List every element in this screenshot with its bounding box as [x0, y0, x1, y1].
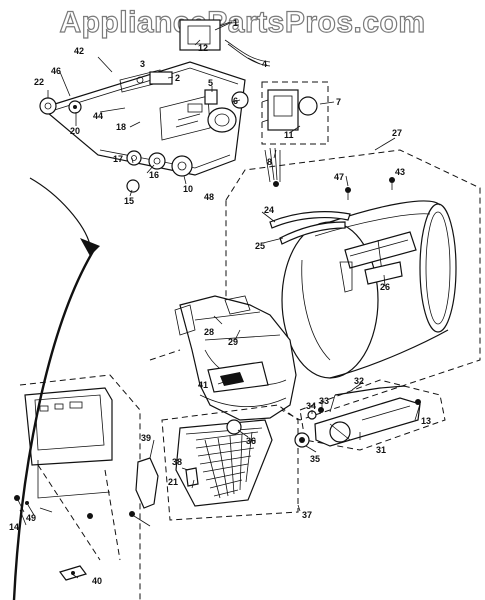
callout-3: 3	[140, 59, 145, 69]
callout-6: 6	[233, 96, 238, 106]
callout-36: 36	[246, 436, 256, 446]
front-panel	[19, 374, 141, 600]
front-bulkhead	[149, 295, 297, 421]
callout-20: 20	[70, 126, 80, 136]
callout-32: 32	[354, 376, 364, 386]
watermark: AppliancePartsPros.com	[59, 5, 426, 39]
knob-22	[39, 97, 57, 115]
callout-40: 40	[92, 576, 102, 586]
callout-38: 38	[172, 457, 182, 467]
side-panel-curve	[29, 177, 91, 246]
knob-16	[148, 152, 166, 170]
switch-12	[179, 19, 231, 51]
screw-43-left	[87, 511, 135, 519]
callout-41: 41	[198, 380, 208, 390]
harness-4	[224, 39, 271, 67]
blower-assembly	[294, 379, 446, 451]
knob-10	[171, 155, 193, 177]
callout-49: 49	[26, 513, 36, 523]
callout-21: 21	[168, 477, 178, 487]
callout-10: 10	[183, 184, 193, 194]
knob-20	[68, 100, 82, 114]
callout-16: 16	[149, 170, 159, 180]
callout-39: 39	[141, 433, 151, 443]
callout-2: 2	[175, 73, 180, 83]
callout-18: 18	[116, 122, 126, 132]
callout-4: 4	[262, 59, 267, 69]
knob-15	[126, 179, 140, 193]
callout-8: 8	[267, 157, 272, 167]
callout-35: 35	[310, 454, 320, 464]
callout-25: 25	[255, 241, 265, 251]
wires-8	[264, 147, 281, 187]
lint-housing-37	[161, 404, 299, 521]
callout-46: 46	[51, 66, 61, 76]
callout-14: 14	[9, 522, 19, 532]
callout-29: 29	[228, 337, 238, 347]
knob-17	[126, 150, 142, 166]
switch-2	[149, 71, 173, 85]
clip-49	[25, 501, 35, 516]
callout-7: 7	[336, 97, 341, 107]
ring-36	[226, 419, 242, 435]
callout-48: 48	[204, 192, 214, 202]
filter-39	[135, 457, 159, 509]
callout-15: 15	[124, 196, 134, 206]
callout-labels: 1 2 3 4 5 6 7 8 10 11 12 13 14 15 16 17 …	[9, 18, 431, 586]
control-assembly-7	[261, 81, 329, 145]
latch-40	[59, 565, 87, 581]
callout-31: 31	[376, 445, 386, 455]
callout-28: 28	[204, 327, 214, 337]
callout-1: 1	[233, 18, 238, 28]
callout-44: 44	[93, 111, 103, 121]
callout-27: 27	[392, 128, 402, 138]
callout-5: 5	[208, 78, 213, 88]
callout-13: 13	[421, 416, 431, 426]
callout-26: 26	[380, 282, 390, 292]
drum-assembly	[225, 149, 481, 421]
callout-12: 12	[198, 43, 208, 53]
bracket-5	[204, 89, 218, 105]
callout-33: 33	[319, 396, 329, 406]
callout-42: 42	[74, 46, 84, 56]
callout-11: 11	[284, 130, 294, 140]
callout-47: 47	[334, 172, 344, 182]
leader-lines	[19, 21, 421, 579]
callout-43: 43	[395, 167, 405, 177]
callout-17: 17	[113, 154, 123, 164]
callout-22: 22	[34, 77, 44, 87]
callout-24: 24	[264, 205, 274, 215]
callout-34: 34	[306, 401, 316, 411]
callout-37: 37	[302, 510, 312, 520]
screw-14	[14, 495, 25, 513]
